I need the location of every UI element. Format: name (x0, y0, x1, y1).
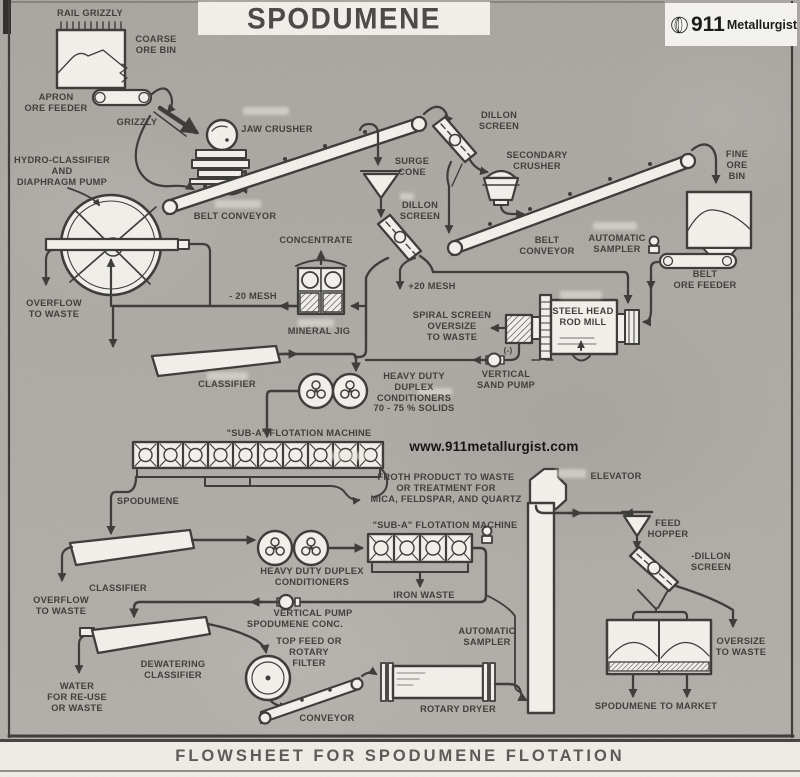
scan-smudge (298, 319, 334, 327)
logo-911-metallurgist: 911 Metallurgist (665, 3, 797, 46)
belt-conveyor-2 (446, 143, 721, 257)
elevator (526, 467, 635, 715)
bottom-rule (0, 770, 800, 772)
belt-ore-feeder (641, 252, 738, 327)
globe-icon (671, 16, 688, 33)
coarse-ore-bin (55, 21, 128, 90)
secondary-crusher (482, 169, 525, 219)
scan-smudge (560, 291, 602, 299)
classifier-2 (57, 528, 257, 582)
scan-smudge (207, 372, 248, 380)
logo-name: Metallurgist (726, 17, 797, 32)
dillon-screen-1 (431, 115, 489, 234)
scan-smudge (215, 200, 261, 208)
rotary-dryer (380, 662, 528, 702)
title-band: SPODUMENE (198, 2, 490, 35)
spodumene-conc-line (129, 593, 301, 619)
page-title: SPODUMENE (247, 1, 441, 35)
rotary-filter (244, 654, 292, 711)
scan-smudge (593, 222, 637, 230)
conditioners-2 (256, 529, 365, 567)
conditioners-1 (262, 372, 369, 439)
spiral-screen (490, 313, 534, 362)
scan-smudge (243, 107, 289, 115)
grizzly (134, 105, 200, 191)
flowsheet-caption: FLOWSHEET FOR SPODUMENE FLOTATION (175, 747, 625, 765)
fine-ore-bin (685, 190, 753, 259)
classifier-1 (150, 344, 361, 378)
minus-20-trunk (349, 256, 390, 359)
feed-hopper (620, 510, 654, 550)
logo-number: 911 (690, 12, 725, 36)
steel-head-rod-mill (529, 293, 640, 362)
vertical-sand-pump (364, 352, 505, 368)
product-bins (605, 618, 713, 699)
dewatering-classifier (74, 615, 270, 674)
scan-smudge (555, 469, 586, 478)
scan-smudge (330, 452, 366, 460)
scan-smudge (418, 388, 452, 396)
scan-smudge (400, 193, 414, 200)
dillon-screen-2 (376, 213, 423, 262)
automatic-sampler-1-icon (648, 235, 660, 254)
